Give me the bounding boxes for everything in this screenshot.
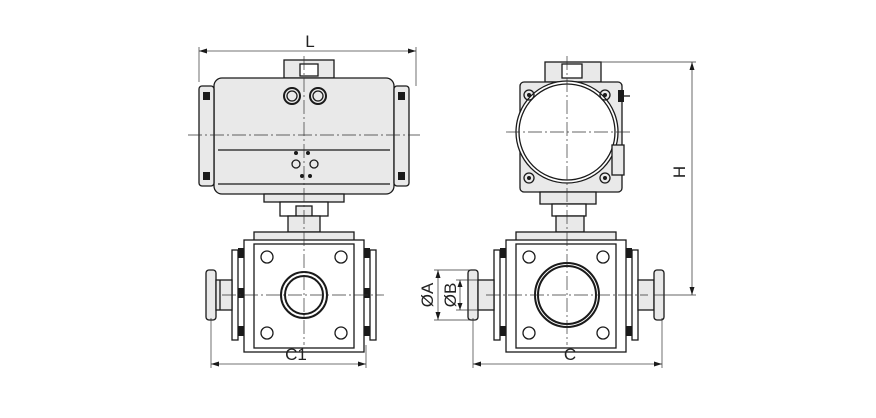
dimension-label-c: C	[564, 345, 576, 364]
front-view	[188, 56, 420, 353]
dimension-label-h: H	[670, 166, 689, 178]
dimension-h: H	[600, 61, 696, 296]
dimension-label-diameter-b: ØB	[441, 283, 460, 308]
dimension-diameter-a: ØA	[418, 269, 470, 321]
dimension-label-diameter-a: ØA	[418, 282, 437, 307]
dimension-c1: C1	[210, 318, 367, 368]
dimension-c: C	[472, 318, 663, 368]
dimension-l: L	[198, 32, 417, 86]
dimension-diameter-b: ØB	[441, 279, 478, 311]
dimension-label-l: L	[305, 32, 314, 51]
side-view	[467, 56, 665, 353]
side-actuator	[515, 61, 630, 193]
dimension-label-c1: C1	[285, 345, 307, 364]
side-valve-body	[493, 231, 639, 353]
side-bracket	[539, 191, 597, 233]
